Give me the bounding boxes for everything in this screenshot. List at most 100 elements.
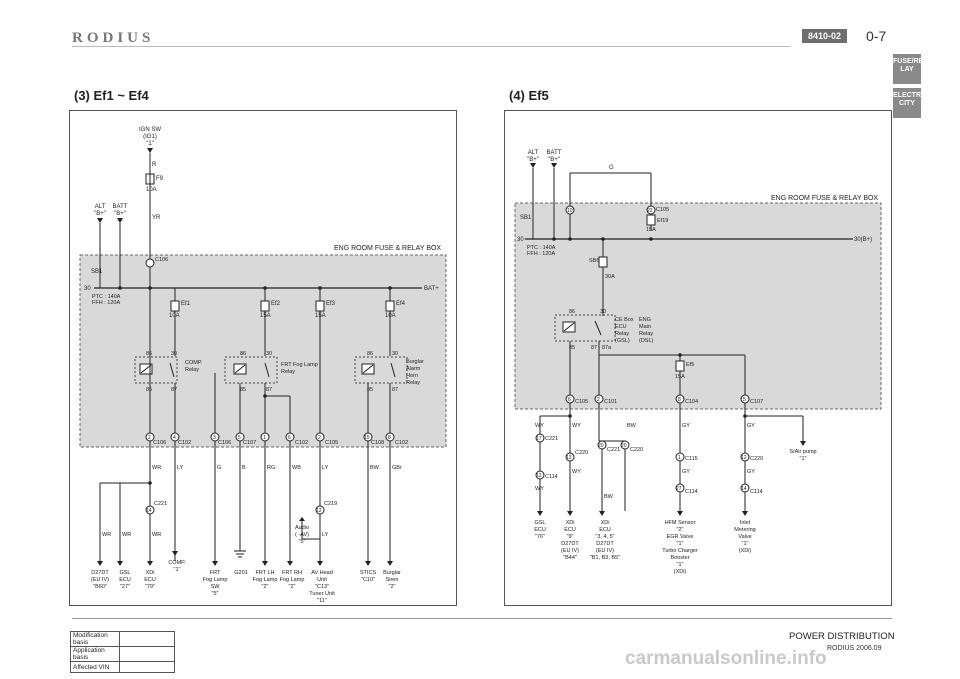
left-wiring-diagram: IGN SW (IG1) "1" ALT "B+" BATT "B+" R F9… xyxy=(79,127,447,604)
svg-text:COMP.: COMP. xyxy=(168,560,186,566)
svg-text:C102: C102 xyxy=(395,440,408,446)
svg-text:RG: RG xyxy=(267,465,275,471)
svg-text:FRT LH: FRT LH xyxy=(255,570,274,576)
svg-text:ENG ROOM FUSE & RELAY BOX: ENG ROOM FUSE & RELAY BOX xyxy=(334,245,441,252)
svg-text:C101: C101 xyxy=(604,399,617,405)
svg-text:ECU: ECU xyxy=(615,324,627,330)
svg-text:Audio: Audio xyxy=(295,525,309,531)
svg-text:YR: YR xyxy=(152,215,161,221)
right-section-title: (4) Ef5 xyxy=(509,88,549,103)
svg-text:XDi: XDi xyxy=(146,570,155,576)
svg-text:85: 85 xyxy=(367,387,373,393)
svg-text:20: 20 xyxy=(621,443,627,449)
svg-text:20: 20 xyxy=(598,443,604,449)
svg-text:C107: C107 xyxy=(243,440,256,446)
svg-text:STICS: STICS xyxy=(360,570,377,576)
svg-text:LY: LY xyxy=(177,465,184,471)
svg-text:"11": "11" xyxy=(317,598,327,604)
svg-text:BW: BW xyxy=(370,465,380,471)
svg-text:C106: C106 xyxy=(153,440,166,446)
svg-text:Ef4: Ef4 xyxy=(396,301,406,307)
svg-text:"2": "2" xyxy=(677,527,684,533)
svg-text:85: 85 xyxy=(146,387,152,393)
svg-text:WR: WR xyxy=(152,532,161,538)
svg-text:30: 30 xyxy=(517,237,524,243)
svg-text:86: 86 xyxy=(367,351,373,357)
svg-text:Ef5: Ef5 xyxy=(686,362,694,368)
svg-text:IGN SW: IGN SW xyxy=(139,127,161,133)
svg-text:C106: C106 xyxy=(155,257,168,263)
svg-text:Ef19: Ef19 xyxy=(657,218,668,224)
svg-text:Relay: Relay xyxy=(615,331,629,337)
svg-text:Tuner Unit: Tuner Unit xyxy=(309,591,335,597)
svg-text:ECU: ECU xyxy=(144,577,156,583)
svg-text:G: G xyxy=(217,465,221,471)
svg-text:C221: C221 xyxy=(545,436,558,442)
svg-text:3: 3 xyxy=(213,435,216,441)
svg-text:FFH : 120A: FFH : 120A xyxy=(527,251,555,257)
svg-text:BW: BW xyxy=(604,494,614,500)
svg-text:"B+": "B+" xyxy=(94,211,106,217)
svg-text:2: 2 xyxy=(148,435,151,441)
svg-text:6: 6 xyxy=(568,397,571,403)
left-diagram-panel: IGN SW (IG1) "1" ALT "B+" BATT "B+" R F9… xyxy=(69,110,457,606)
svg-text:1: 1 xyxy=(263,435,266,441)
svg-text:12: 12 xyxy=(741,455,747,461)
svg-text:10A: 10A xyxy=(169,313,180,319)
svg-text:85: 85 xyxy=(569,345,575,351)
svg-text:30A: 30A xyxy=(605,274,615,280)
svg-text:12: 12 xyxy=(316,508,322,514)
svg-text:15: 15 xyxy=(364,435,370,441)
svg-text:"5": "5" xyxy=(212,591,219,597)
svg-text:"9": "9" xyxy=(567,534,574,540)
svg-text:27: 27 xyxy=(676,486,682,492)
svg-text:Relay: Relay xyxy=(185,367,199,373)
svg-text:Burglar: Burglar xyxy=(406,359,424,365)
svg-text:13: 13 xyxy=(566,455,572,461)
side-tab-electricity[interactable]: ELECTRI CITY xyxy=(893,88,923,118)
svg-text:15A: 15A xyxy=(260,313,271,319)
svg-text:10A: 10A xyxy=(385,313,396,319)
side-tab-fuse-relay[interactable]: FUSE/RE LAY xyxy=(893,54,923,84)
svg-text:XDi: XDi xyxy=(601,520,610,526)
svg-text:C114: C114 xyxy=(750,489,763,495)
vin-label: Affected VIN xyxy=(70,661,120,673)
mod-label: Modification basis xyxy=(70,631,120,647)
svg-text:C220: C220 xyxy=(630,447,643,453)
svg-text:C104: C104 xyxy=(685,399,698,405)
svg-text:WY: WY xyxy=(535,423,544,429)
svg-text:ECU: ECU xyxy=(534,527,546,533)
svg-text:Ef2: Ef2 xyxy=(271,301,281,307)
svg-text:SB1: SB1 xyxy=(91,269,103,275)
svg-text:C105: C105 xyxy=(325,440,338,446)
svg-text:WR: WR xyxy=(122,532,131,538)
svg-text:GBr: GBr xyxy=(392,465,402,471)
footer-subtitle: RODIUS 2006.09 xyxy=(827,645,882,652)
svg-text:Unit: Unit xyxy=(317,577,327,583)
watermark: carmanualsonline.info xyxy=(625,648,827,669)
svg-text:2: 2 xyxy=(318,435,321,441)
svg-text:87: 87 xyxy=(171,387,177,393)
svg-text:"1": "1" xyxy=(742,541,749,547)
svg-text:14: 14 xyxy=(146,508,152,514)
svg-text:C105: C105 xyxy=(656,207,669,213)
svg-text:WR: WR xyxy=(102,532,111,538)
svg-text:86: 86 xyxy=(146,351,152,357)
svg-text:5: 5 xyxy=(238,435,241,441)
svg-text:87: 87 xyxy=(266,387,272,393)
svg-text:Horn: Horn xyxy=(406,373,418,379)
svg-text:PTC : 140A: PTC : 140A xyxy=(527,245,556,251)
svg-text:ALT: ALT xyxy=(95,204,106,210)
svg-text:12: 12 xyxy=(536,473,542,479)
svg-text:87: 87 xyxy=(591,345,597,351)
svg-text:"B+": "B+" xyxy=(548,157,560,163)
svg-text:Relay: Relay xyxy=(639,331,653,337)
app-label: Application basis xyxy=(70,646,120,662)
svg-text:SW: SW xyxy=(211,584,221,590)
svg-text:HFM Sensor: HFM Sensor xyxy=(665,520,696,526)
svg-text:GSL: GSL xyxy=(534,520,545,526)
svg-text:Main: Main xyxy=(639,324,651,330)
svg-text:C105: C105 xyxy=(575,399,588,405)
svg-text:"B+": "B+" xyxy=(527,157,539,163)
svg-text:FRT RH: FRT RH xyxy=(282,570,302,576)
